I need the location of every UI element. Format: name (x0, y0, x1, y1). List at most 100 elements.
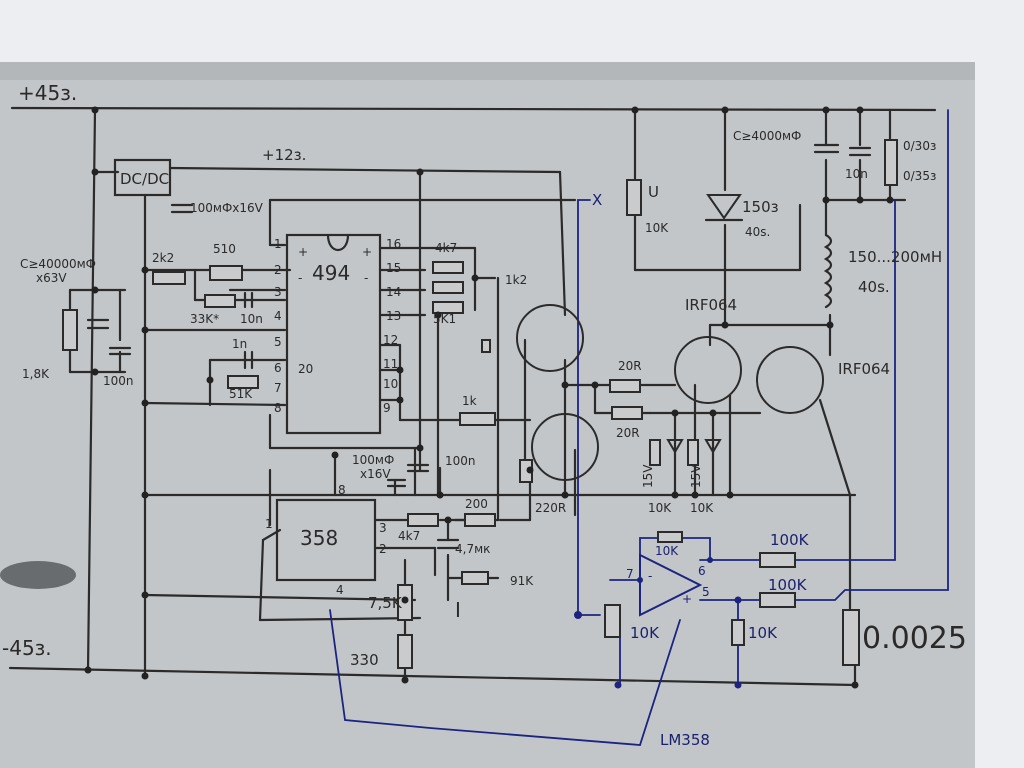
svg-text:12: 12 (383, 333, 398, 347)
svg-text:15: 15 (386, 261, 401, 275)
blue-wiring (329, 109, 949, 746)
svg-text:20R: 20R (616, 426, 640, 440)
svg-text:x63V: x63V (36, 271, 67, 285)
svg-text:20R: 20R (618, 359, 642, 373)
svg-text:16: 16 (386, 237, 401, 251)
svg-text:10: 10 (383, 377, 398, 391)
svg-text:100n: 100n (445, 454, 476, 468)
svg-text:91K: 91K (510, 574, 534, 588)
svg-text:5K1: 5K1 (433, 312, 456, 326)
ic-358-body (275, 498, 377, 582)
svg-text:I: I (455, 598, 461, 622)
svg-text:4: 4 (274, 309, 282, 323)
svg-text:5: 5 (274, 335, 282, 349)
svg-text:330: 330 (350, 651, 379, 669)
svg-text:20: 20 (298, 362, 313, 376)
svg-text:-: - (298, 271, 302, 285)
svg-text:14: 14 (386, 285, 401, 299)
svg-text:4k7: 4k7 (398, 529, 420, 543)
svg-text:x16V: x16V (360, 467, 391, 481)
svg-text:10K: 10K (655, 544, 679, 558)
svg-text:150...200мH: 150...200мH (848, 248, 942, 266)
ic-notch (326, 233, 350, 252)
svg-text:-: - (364, 271, 368, 285)
ic-494-body (285, 233, 382, 435)
svg-text:+: + (682, 592, 692, 606)
svg-text:7,5K: 7,5K (368, 594, 403, 612)
svg-text:LM358: LM358 (660, 731, 710, 749)
svg-text:-: - (648, 569, 652, 583)
svg-text:51K: 51K (229, 387, 253, 401)
svg-text:100мФx16V: 100мФx16V (190, 201, 264, 215)
ic494-label: 494 (312, 261, 350, 285)
svg-text:1k: 1k (462, 394, 477, 408)
svg-text:40s.: 40s. (858, 278, 890, 296)
svg-text:0.0025: 0.0025 (862, 621, 967, 656)
svg-text:1,8K: 1,8K (22, 367, 50, 381)
svg-text:1: 1 (265, 517, 273, 531)
svg-text:100K: 100K (768, 576, 808, 594)
svg-text:7: 7 (274, 381, 282, 395)
svg-text:3: 3 (274, 285, 282, 299)
svg-text:2: 2 (274, 263, 282, 277)
svg-text:100мФ: 100мФ (352, 453, 394, 467)
svg-text:11: 11 (383, 357, 398, 371)
svg-text:1k2: 1k2 (505, 273, 527, 287)
labels: +45з. -45з. +12з. DC/DC 494 358 20 C≥400… (2, 81, 967, 749)
svg-text:10K: 10K (630, 624, 660, 642)
supply-neg-label: -45з. (2, 636, 52, 660)
svg-text:6: 6 (274, 361, 282, 375)
svg-text:10K: 10K (648, 501, 672, 515)
svg-text:4,7мк: 4,7мк (455, 542, 490, 556)
svg-text:10K: 10K (645, 221, 669, 235)
ink-smudge (0, 561, 76, 589)
svg-text:13: 13 (386, 309, 401, 323)
svg-text:200: 200 (465, 497, 488, 511)
supply-12v-label: +12з. (262, 146, 306, 164)
svg-text:100n: 100n (103, 374, 134, 388)
svg-text:6: 6 (698, 564, 706, 578)
svg-text:C≥4000мФ: C≥4000мФ (733, 129, 801, 143)
svg-text:C≥40000мФ: C≥40000мФ (20, 257, 96, 271)
svg-text:X: X (592, 191, 602, 209)
svg-text:10n: 10n (845, 167, 868, 181)
svg-text:1: 1 (274, 237, 282, 251)
svg-text:10n: 10n (240, 312, 263, 326)
svg-text:10K: 10K (748, 624, 778, 642)
supply-pos-label: +45з. (18, 81, 77, 105)
svg-text:7: 7 (626, 567, 634, 581)
junction-dots (84, 106, 894, 689)
svg-text:+: + (298, 245, 308, 259)
svg-text:IRF064: IRF064 (838, 360, 890, 378)
svg-text:40s.: 40s. (745, 225, 770, 239)
svg-text:10K: 10K (690, 501, 714, 515)
svg-text:IRF064: IRF064 (685, 296, 737, 314)
svg-text:U: U (648, 183, 659, 201)
svg-text:0/30з: 0/30з (903, 139, 936, 153)
svg-text:2k2: 2k2 (152, 251, 174, 265)
ic358-label: 358 (300, 526, 338, 550)
svg-text:4: 4 (336, 583, 344, 597)
svg-text:9: 9 (383, 401, 391, 415)
svg-text:+: + (362, 245, 372, 259)
svg-text:5: 5 (702, 585, 710, 599)
svg-text:15V: 15V (689, 464, 703, 488)
svg-text:3: 3 (379, 521, 387, 535)
svg-text:1n: 1n (232, 337, 247, 351)
svg-text:2: 2 (379, 542, 387, 556)
svg-text:510: 510 (213, 242, 236, 256)
svg-text:4k7: 4k7 (435, 241, 457, 255)
svg-text:0/35з: 0/35з (903, 169, 936, 183)
svg-text:33K*: 33K* (190, 312, 219, 326)
svg-text:8: 8 (274, 401, 282, 415)
svg-text:15V: 15V (641, 464, 655, 488)
svg-text:220R: 220R (535, 501, 566, 515)
svg-text:8: 8 (338, 483, 346, 497)
dcdc-label: DC/DC (120, 170, 169, 188)
components (62, 139, 898, 669)
svg-text:150з: 150з (742, 198, 779, 216)
dcdc-block (113, 158, 172, 197)
svg-text:100K: 100K (770, 531, 810, 549)
wiring (8, 106, 937, 687)
